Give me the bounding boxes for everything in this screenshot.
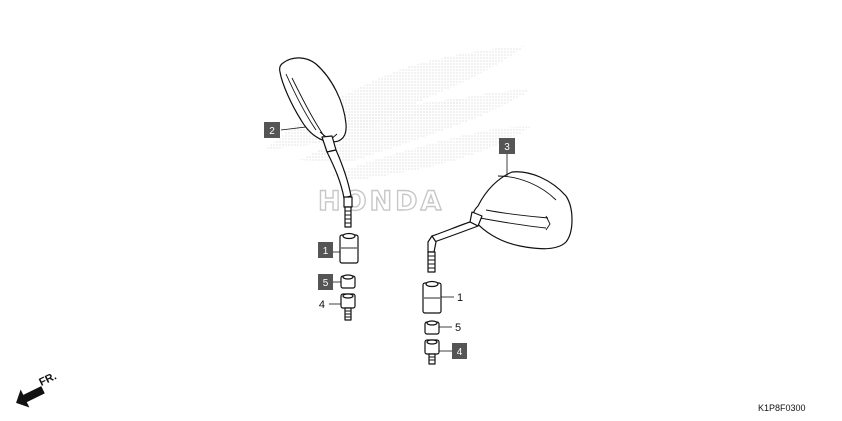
- right-bolt[interactable]: [424, 339, 440, 365]
- leader-left-mirror: [280, 126, 307, 131]
- right-nut[interactable]: [424, 320, 440, 335]
- label-5-right-nut[interactable]: 5: [455, 322, 461, 334]
- callout-2-text: 2: [269, 126, 275, 137]
- right-adapter[interactable]: [422, 280, 442, 314]
- callout-1-left-text: 1: [323, 246, 329, 257]
- label-1-right-adapter[interactable]: 1: [457, 292, 463, 304]
- left-mirror[interactable]: [279, 57, 353, 228]
- callout-5-left-text: 5: [323, 278, 329, 289]
- diagram-code: K1P8F0300: [758, 403, 806, 413]
- callout-4-right-text: 4: [457, 347, 463, 358]
- callout-2-left-mirror[interactable]: 2: [264, 122, 280, 138]
- callout-1-left-adapter[interactable]: 1: [318, 242, 333, 258]
- callout-3-right-mirror[interactable]: 3: [499, 138, 515, 154]
- callout-4-right-bolt[interactable]: 4: [452, 343, 467, 359]
- left-nut[interactable]: [340, 274, 356, 289]
- left-adapter[interactable]: [339, 232, 359, 264]
- label-4-left-bolt[interactable]: 4: [319, 299, 325, 311]
- left-bolt[interactable]: [340, 293, 356, 321]
- right-mirror[interactable]: [427, 171, 573, 273]
- watermark-text: HONDA: [318, 186, 444, 217]
- fr-text: FR.: [37, 370, 58, 389]
- callout-3-text: 3: [504, 142, 510, 153]
- front-direction-marker: FR.: [16, 370, 59, 408]
- callout-5-left-nut[interactable]: 5: [318, 274, 333, 290]
